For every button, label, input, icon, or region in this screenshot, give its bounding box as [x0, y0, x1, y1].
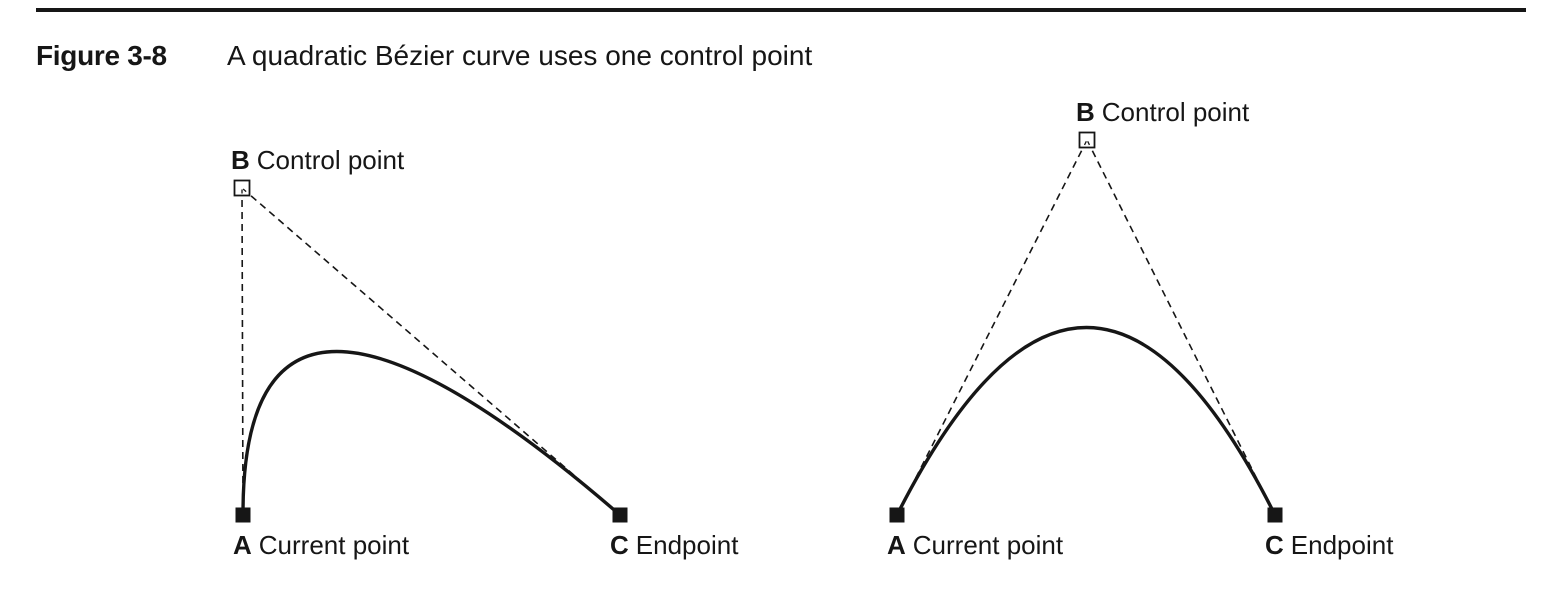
point-key: C	[610, 530, 629, 560]
figure-top-rule	[36, 8, 1526, 12]
handle-control-to-endpoint	[1086, 139, 1276, 516]
point-label-text: Endpoint	[1290, 530, 1394, 560]
diagram-right	[889, 131, 1283, 523]
control-marker-tick	[1083, 141, 1087, 146]
point-key: A	[887, 530, 906, 560]
quadratic-bezier-curve	[241, 350, 622, 517]
handle-control-to-current	[241, 187, 244, 516]
point-label-text: Endpoint	[635, 530, 739, 560]
diagram-left	[233, 179, 628, 523]
handle-control-to-current	[896, 139, 1088, 516]
control-marker-tick	[1087, 141, 1091, 146]
endpoint-marker	[1267, 507, 1283, 523]
figure-label: Figure 3-8	[36, 40, 167, 71]
point-key: B	[231, 145, 250, 175]
point-key: A	[233, 530, 252, 560]
figure-caption-text: A quadratic Bézier curve uses one contro…	[227, 40, 813, 71]
point-label-text: Control point	[256, 145, 405, 175]
figure-caption: Figure 3-8 A quadratic Bézier curve uses…	[0, 40, 1560, 78]
point-label-text: Control point	[1101, 97, 1250, 127]
current-point-marker	[889, 507, 905, 523]
control-marker-tick	[242, 188, 247, 193]
point-label-text: Current point	[258, 530, 410, 560]
current-point-marker	[235, 507, 251, 523]
control-point-marker	[1078, 131, 1096, 149]
quadratic-bezier-curve	[895, 326, 1277, 517]
point-key: B	[1076, 97, 1095, 127]
endpoint-marker	[612, 507, 628, 523]
point-key: C	[1265, 530, 1284, 560]
point-label-text: Current point	[912, 530, 1064, 560]
